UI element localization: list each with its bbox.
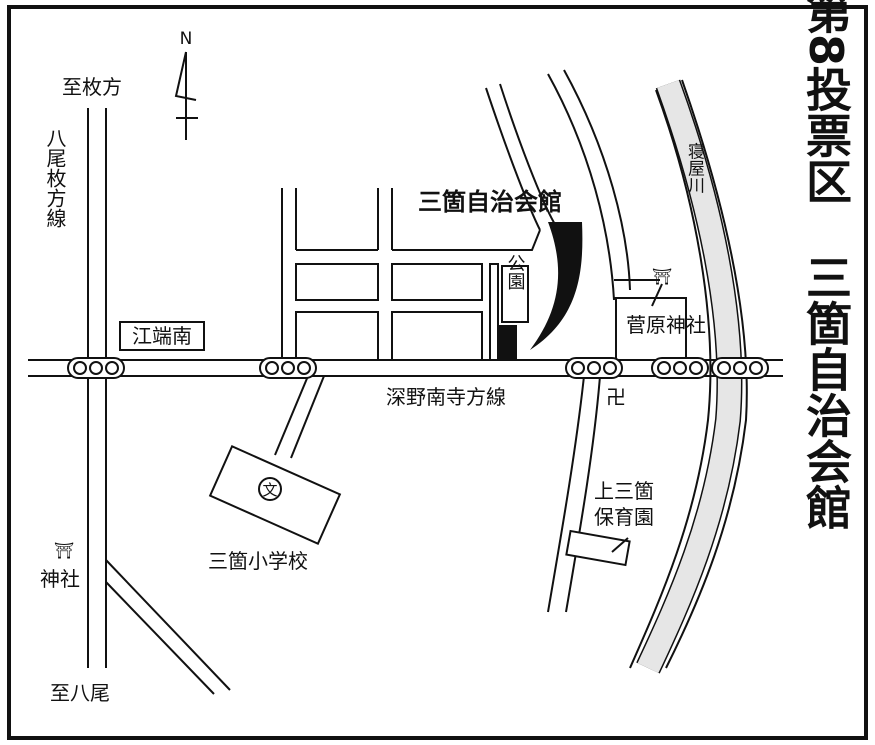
- north-south-road: [87, 108, 107, 668]
- river-label: 寝屋川: [684, 141, 705, 193]
- traffic-signal-4: [651, 357, 709, 379]
- block-boundary-left: [281, 188, 297, 360]
- school-symbol-circle: [258, 477, 282, 501]
- direction-to-yao: 至八尾: [50, 681, 110, 705]
- intersection-label-box: [119, 321, 205, 351]
- traffic-signal-2: [259, 357, 317, 379]
- nursery-leader-line: [611, 537, 629, 553]
- building-outlines: [615, 297, 687, 361]
- block-c: [489, 263, 499, 361]
- traffic-signal-5: [711, 357, 769, 379]
- nursery-building: [565, 529, 631, 567]
- school-symbol: 文: [262, 481, 277, 499]
- block-top-edge: [296, 229, 541, 251]
- nursery-label-line2: 保育園: [594, 505, 654, 529]
- block-b2: [391, 311, 483, 361]
- north-arrow-icon: [174, 51, 198, 140]
- town-blocks: [281, 188, 541, 361]
- venue-title: 三箇自治会館: [799, 254, 853, 530]
- venue-building-base: [499, 325, 517, 360]
- block-b1: [295, 311, 379, 361]
- district-title: 第8投票区: [799, 0, 853, 204]
- river-far-bank: [665, 79, 748, 669]
- sugawara-shrine-label: 菅原神社: [626, 313, 706, 337]
- block-boundary-middle: [377, 188, 393, 250]
- shrine-label: 神社: [40, 567, 80, 591]
- park-label-box: [501, 265, 529, 323]
- shrine-gate-icon: ⛩: [54, 541, 74, 560]
- venue-building-wing: [530, 222, 583, 350]
- sugawara-leader-line: [651, 283, 663, 307]
- river: [629, 79, 748, 674]
- road-label-fukanominami-teramichi: 深野南寺方線: [386, 385, 506, 409]
- side-road-sw: [105, 559, 231, 695]
- river-outer-bank: [629, 89, 712, 669]
- north-label: N: [180, 29, 193, 49]
- compass: N: [174, 29, 198, 140]
- temple-symbol: 卍: [606, 385, 626, 409]
- river-water: [637, 80, 741, 673]
- nursery-label-line1: 上三箇: [594, 479, 654, 503]
- sugawara-shrine-plot: [615, 297, 687, 361]
- school-label: 三箇小学校: [208, 549, 308, 573]
- intersection-label: 江端南: [132, 324, 192, 348]
- block-a2: [391, 263, 483, 301]
- block-a1: [295, 263, 379, 301]
- road-label-yao-hirakata: 八尾枚方線: [43, 128, 67, 228]
- lane-south: [547, 375, 601, 613]
- direction-to-hirakata: 至枚方: [62, 75, 122, 99]
- traffic-signal-3: [565, 357, 623, 379]
- venue-label: 三箇自治会館: [418, 188, 562, 216]
- park-label: 公園: [505, 254, 526, 290]
- shrine-gate-icon-sugawara: ⛩: [652, 267, 672, 286]
- lane-to-school: [274, 375, 325, 459]
- traffic-signal-1: [67, 357, 125, 379]
